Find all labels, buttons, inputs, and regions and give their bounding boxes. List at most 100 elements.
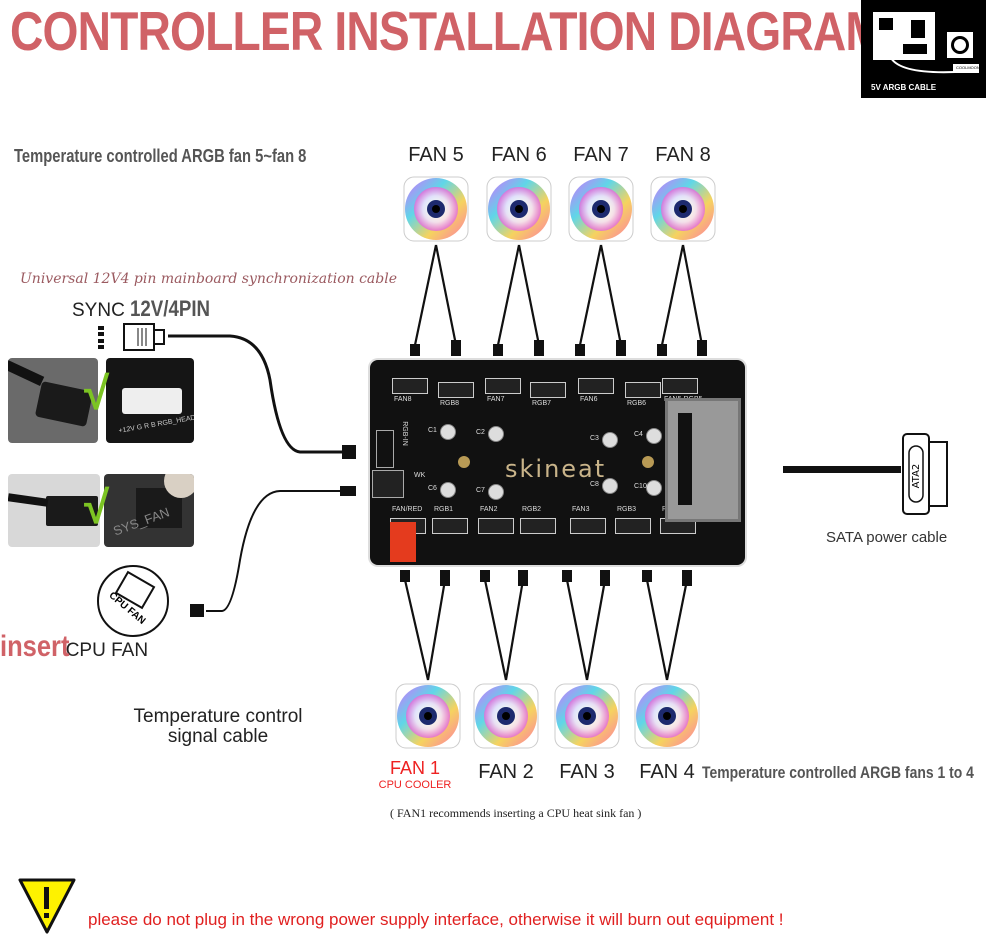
sync-cable-caption: Universal 12V4 pin mainboard synchroniza… xyxy=(20,271,398,287)
capacitor-c4 xyxy=(646,428,662,444)
top-fan-5 xyxy=(403,176,469,242)
top-fan-6 xyxy=(486,176,552,242)
capacitor-label: C10 xyxy=(634,483,647,490)
top-header-label: RGB7 xyxy=(532,400,552,407)
warning-text: please do not plug in the wrong power su… xyxy=(88,910,784,929)
top-fan-8 xyxy=(650,176,716,242)
top-header-pins[interactable] xyxy=(485,378,521,394)
bottom-fan-3 xyxy=(554,683,620,749)
sys-fan-header-photo: SYS_FAN xyxy=(104,474,194,547)
motherboard-icon xyxy=(873,12,979,74)
sync-label: SYNC 12V/4PIN xyxy=(72,296,224,322)
bottom-header-label: FAN2 xyxy=(480,506,498,513)
mount-hole-left xyxy=(458,456,470,468)
top-fan-label: FAN 7 xyxy=(573,144,629,166)
capacitor-label: C1 xyxy=(428,427,437,434)
top-header-pins[interactable] xyxy=(438,382,474,398)
insert-cpu-fan-label: insertCPU FAN xyxy=(0,630,148,664)
cpu-fan-red-header[interactable] xyxy=(390,522,416,562)
capacitor-label: C3 xyxy=(590,435,599,442)
fan1-label: FAN 1 CPU COOLER xyxy=(375,758,455,791)
rgb-plug-photo xyxy=(8,358,98,443)
top-header-pins[interactable] xyxy=(530,382,566,398)
rgb-header-label: +12V G R B RGB_HEADER1 xyxy=(118,412,194,435)
capacitor-c2 xyxy=(488,426,504,442)
bottom-header-label: FAN/RED xyxy=(392,506,423,513)
signal-cable-caption: Temperature control signal cable xyxy=(133,706,303,747)
capacitor-label: C2 xyxy=(476,429,485,436)
sync-label-main: 12V/4PIN xyxy=(130,296,211,321)
bottom-fan-cables xyxy=(403,579,689,681)
sata-connector-text: ATA2 xyxy=(911,464,922,489)
sync-cable xyxy=(168,334,345,454)
capacitor-label: C4 xyxy=(634,431,643,438)
wk-header[interactable] xyxy=(372,470,404,498)
top-fan-7 xyxy=(568,176,634,242)
top-fan-label: FAN 6 xyxy=(491,144,547,166)
top-header-pins[interactable] xyxy=(662,378,698,394)
bottom-fan-4 xyxy=(634,683,700,749)
bottom-fan-label: FAN 2 xyxy=(478,761,534,783)
rgb-header-photo: +12V G R B RGB_HEADER1 xyxy=(106,358,194,443)
capacitor-c6 xyxy=(440,482,456,498)
warning-triangle-icon xyxy=(18,878,76,934)
top-fan-cables xyxy=(413,244,704,346)
capacitor-c10 xyxy=(646,480,662,496)
top-header-label: FAN7 xyxy=(487,396,505,403)
top-header-pins[interactable] xyxy=(392,378,428,394)
capacitor-c8 xyxy=(602,478,618,494)
sata-socket[interactable] xyxy=(665,398,741,522)
bottom-header-pins[interactable] xyxy=(478,518,514,534)
bottom-header-pins[interactable] xyxy=(615,518,651,534)
bottom-header-label: RGB2 xyxy=(522,506,542,513)
bottom-header-label: RGB3 xyxy=(617,506,637,513)
fan1-note: ( FAN1 recommends inserting a CPU heat s… xyxy=(390,806,642,820)
argb-cable-thumbnail: COOLMOON 5V ARGB CABLE xyxy=(861,0,986,98)
bottom-connectors xyxy=(400,570,692,586)
bottom-fan-label: FAN 3 xyxy=(559,761,615,783)
fan-checkmark-icon: √ xyxy=(84,481,110,533)
bottom-fans-heading: Temperature controlled ARGB fans 1 to 4 xyxy=(702,763,974,782)
bottom-fan-1 xyxy=(395,683,461,749)
top-header-pins[interactable] xyxy=(578,378,614,394)
signal-cable xyxy=(206,490,342,612)
bottom-header-label: FAN3 xyxy=(572,506,590,513)
sync-label-prefix: SYNC xyxy=(72,300,125,321)
sata-cable xyxy=(783,466,901,473)
top-fan-label: FAN 5 xyxy=(408,144,464,166)
sync-plug-icon xyxy=(98,323,165,351)
rgb-in-header[interactable] xyxy=(376,430,394,468)
wk-label: WK xyxy=(414,472,426,479)
capacitor-c7 xyxy=(488,484,504,500)
mount-hole-right xyxy=(642,456,654,468)
bottom-fan-2 xyxy=(473,683,539,749)
bottom-header-pins[interactable] xyxy=(520,518,556,534)
top-fan-label: FAN 8 xyxy=(655,144,711,166)
sata-connector-icon: ATA2 xyxy=(902,433,948,515)
bottom-header-pins[interactable] xyxy=(432,518,468,534)
board-brand: skineat xyxy=(505,455,607,483)
top-header-label: RGB8 xyxy=(440,400,460,407)
controller-board: FAN8RGB8FAN7RGB7FAN6RGB6FAN5 RGB5 FAN/RE… xyxy=(370,360,745,565)
bottom-fan-label: FAN 4 xyxy=(639,761,695,783)
top-fans-heading: Temperature controlled ARGB fan 5~fan 8 xyxy=(14,146,307,166)
thumbnail-label: 5V ARGB CABLE xyxy=(871,83,937,92)
fan-plug-photo xyxy=(8,474,100,547)
rgb-checkmark-icon: √ xyxy=(84,367,110,419)
thumbnail-tag: COOLMOON xyxy=(956,65,980,70)
bottom-header-pins[interactable] xyxy=(570,518,606,534)
fan1-sublabel: CPU COOLER xyxy=(378,779,452,791)
insert-target: CPU FAN xyxy=(65,640,149,661)
insert-word: insert xyxy=(0,630,70,663)
cpu-fan-header-icon: CPU FAN xyxy=(97,565,169,637)
top-header-pins[interactable] xyxy=(625,382,661,398)
capacitor-label: C6 xyxy=(428,485,437,492)
top-header-label: RGB6 xyxy=(627,400,647,407)
sata-label: SATA power cable xyxy=(826,529,948,546)
top-header-label: FAN8 xyxy=(394,396,412,403)
bottom-header-label: RGB1 xyxy=(434,506,454,513)
capacitor-c1 xyxy=(440,424,456,440)
rgb-in-label: RGB-IN xyxy=(400,421,408,446)
top-header-label: FAN6 xyxy=(580,396,598,403)
